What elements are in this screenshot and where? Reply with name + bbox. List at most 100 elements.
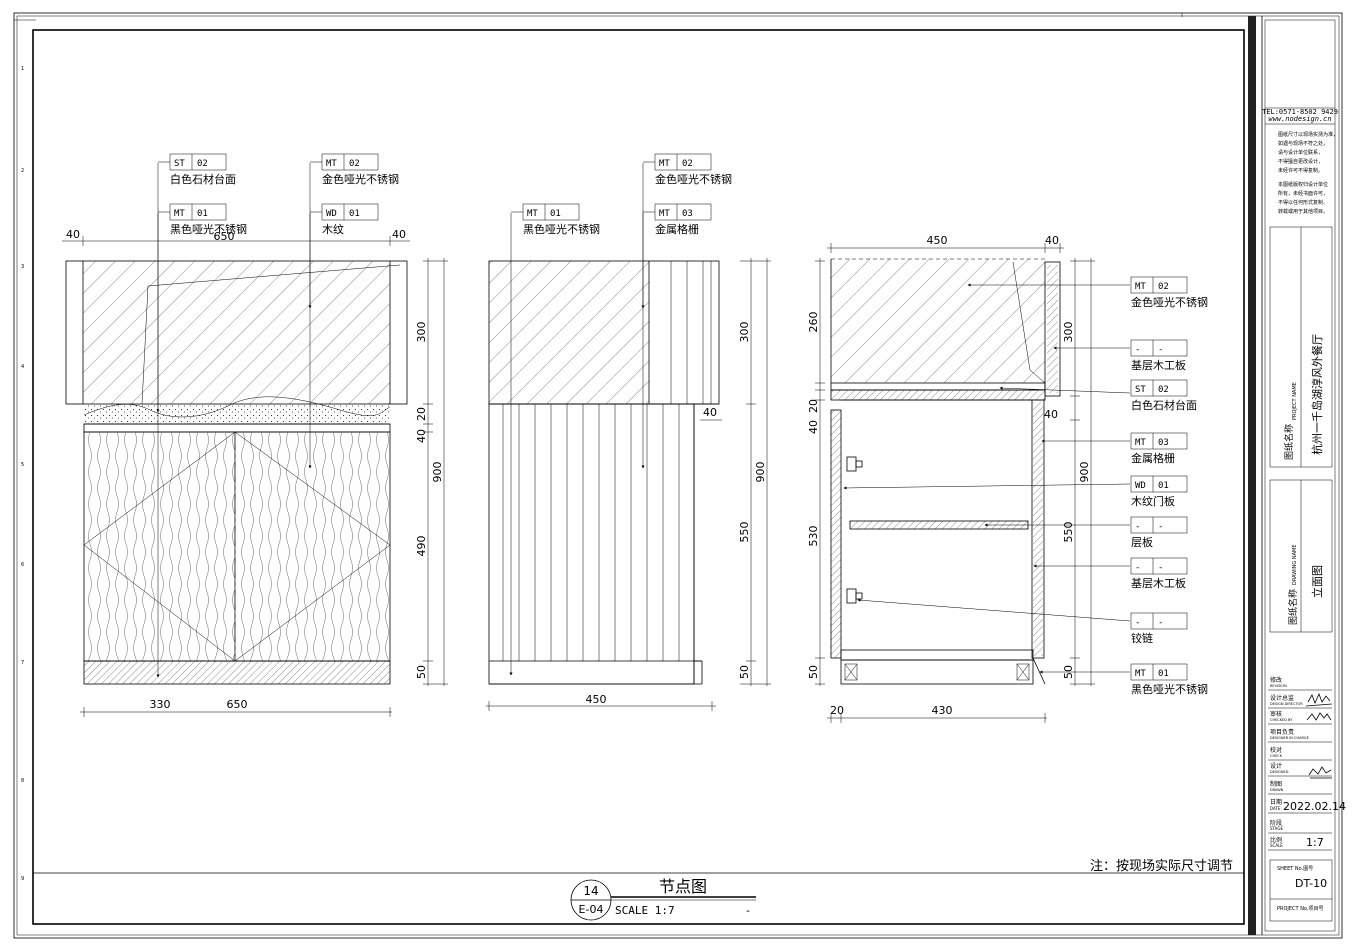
dim-text: 40 [1045,234,1059,247]
scale-label: 比例 [1270,836,1282,844]
dim-text: 40 [392,228,406,241]
tag-number: 01 [550,209,561,219]
drawing-label: 图纸名称 [1287,589,1299,625]
dim-text: 300 [738,322,751,343]
drawing-name: 立面图 [1310,565,1324,598]
drawing-title-block: 14 E-04 节点图 SCALE 1:7 - [570,877,756,921]
dim-text: 450 [927,234,948,247]
material-tag: --基层木工板 [1130,339,1188,372]
dim-text: 650 [227,698,248,711]
tag-description: 金属格栅 [1131,451,1175,465]
signature-mark [1308,766,1332,779]
tag-description: 黑色哑光不锈钢 [1131,682,1208,696]
dim-text: 40 [1044,408,1058,421]
tag-description: 黑色哑光不锈钢 [170,222,247,236]
dim-text: 430 [932,704,953,717]
front-elevation: 40 650 40 300 20 40 900 490 50 330 650 [62,163,448,717]
tag-code: ST [1135,385,1146,395]
dim-text: 490 [415,536,428,557]
tag-code: - [1135,345,1140,355]
note-line: 不得擅自更改设计， [1278,158,1323,165]
tag-code: ST [174,159,185,169]
approval-label: 设计 [1270,762,1282,770]
dim-text: 20 [415,407,428,421]
drawing-title: 节点图 [659,877,707,896]
dim-text: 40 [66,228,80,241]
tag-description: 金属格栅 [655,222,699,236]
dim-text: 50 [415,665,428,679]
date-label-en: DATE [1270,806,1281,811]
row-number: 9 [21,876,24,882]
sheet-no-label: SHEET No.图号 [1277,866,1313,872]
approval-label-en: DESIGN DIRECTOR [1270,702,1303,706]
tag-code: MT [1135,282,1146,292]
date-label: 日期 [1270,798,1282,806]
tag-number: - [1158,618,1163,628]
tag-code: MT [326,159,337,169]
project-label: 图纸名称 [1283,424,1295,460]
row-number: 1 [21,66,24,72]
row-number: 6 [21,562,24,568]
drawing-scale: SCALE 1:7 [615,904,675,917]
scale-value: 1:7 [1306,836,1324,849]
row-number: 2 [21,168,24,174]
dim-text: 40 [415,429,428,443]
dim-text: 300 [1062,322,1075,343]
tag-number: 02 [197,159,208,169]
tag-code: WD [326,209,337,219]
material-tag: --基层木工板 [1130,557,1188,590]
tag-description: 白色石材台面 [170,172,236,186]
note-line: 所有，未经书面许可， [1278,190,1328,197]
approval-label: 设计总监 [1270,694,1294,702]
dim-text: 50 [738,665,751,679]
tag-number: - [1158,345,1163,355]
stage-label-en: STAGE [1270,826,1283,831]
approval-label: 审核 [1270,710,1282,718]
tag-number: 01 [1158,669,1169,679]
side-elevation: 40 300 900 550 50 450 [486,163,771,711]
signature-mark [1305,692,1333,707]
signature-mark [1306,712,1332,721]
tag-description: 基层木工板 [1131,576,1186,590]
tag-description: 木纹 [322,222,344,236]
row-number: 8 [21,778,24,784]
dim-text: 550 [1062,522,1075,543]
row-number: 7 [21,660,24,666]
dim-text: 20 [830,704,844,717]
note-line: 未经许可不得复制。 [1278,167,1323,174]
tag-code: - [1135,618,1140,628]
disclaimer-notes: 图纸尺寸以现场实测为准，如遇与现场不符之处，请与设计单位联系，不得擅自更改设计，… [1278,131,1338,174]
dim-text: 900 [431,462,444,483]
project-label-en: PROJECT NAME [1292,382,1298,420]
tag-number: - [1158,522,1163,532]
approval-label-en: REVISION [1270,684,1287,688]
note-line: 如遇与现场不符之处， [1278,140,1328,147]
dim-text: 900 [1078,462,1091,483]
tag-description: 金色哑光不锈钢 [1131,295,1208,309]
note-line: 转载或用于其他项目。 [1278,208,1328,215]
material-tag: ST 02 白色石材台面 [158,153,236,186]
dim-text: 450 [586,693,607,706]
material-tag: --铰链 [1130,612,1188,645]
tel-text: TEL:0571-8502 9429 [1262,108,1338,116]
approval-label-en: DESIGNER IN CHARGE [1270,736,1309,740]
approval-label: 修改 [1270,676,1282,684]
row-number: 5 [21,462,24,468]
dim-text: 40 [703,406,717,419]
tag-number: 02 [1158,282,1169,292]
dim-text: 40 [807,420,820,434]
dim-text: 330 [150,698,171,711]
tag-code: MT [1135,669,1146,679]
dim-text: 50 [1062,665,1075,679]
tag-number: 02 [1158,385,1169,395]
tag-code: MT [527,209,538,219]
tag-code: MT [174,209,185,219]
material-tag: MT 02 金色哑光不锈钢 [1130,276,1208,309]
sheet-number: DT-10 [1295,877,1327,890]
